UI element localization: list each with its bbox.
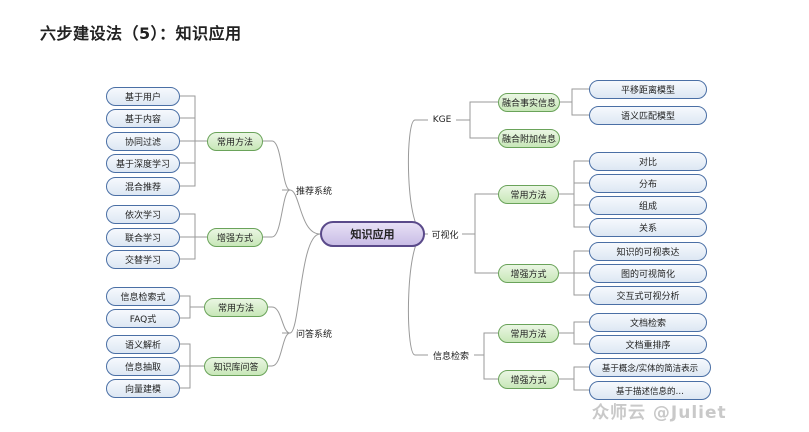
vis-common-node: 常用方法 — [498, 185, 559, 204]
kge-fact-node: 融合事实信息 — [498, 93, 560, 112]
recommend-enhance-item: 交替学习 — [106, 250, 180, 269]
ir-common-item: 文档检索 — [589, 313, 707, 332]
recommend-common-item: 混合推荐 — [106, 177, 180, 196]
qa-kb-item: 信息抽取 — [106, 357, 180, 376]
qa-kb-node: 知识库问答 — [204, 357, 268, 376]
branch-vis-label: 可视化 — [431, 230, 459, 241]
ir-enhance-item: 基于描述信息的… — [589, 381, 711, 400]
qa-kb-item: 语义解析 — [106, 335, 180, 354]
kge-extra-node: 融合附加信息 — [498, 129, 560, 148]
branch-kge-label: KGE — [432, 115, 452, 125]
recommend-enhance-item: 依次学习 — [106, 205, 180, 224]
branch-recommend-label: 推荐系统 — [295, 186, 332, 197]
recommend-enhance-node: 增强方式 — [207, 228, 263, 247]
qa-common-item: 信息检索式 — [106, 287, 180, 306]
vis-common-item: 对比 — [589, 152, 707, 171]
vis-enhance-item: 知识的可视表达 — [589, 242, 707, 261]
vis-enhance-item: 图的可视简化 — [589, 264, 707, 283]
vis-common-item: 组成 — [589, 196, 707, 215]
qa-kb-item: 向量建模 — [106, 379, 180, 398]
ir-enhance-node: 增强方式 — [498, 370, 559, 389]
recommend-common-item: 基于内容 — [106, 109, 180, 128]
watermark-text: 众师云 @Juliet — [592, 403, 727, 423]
recommend-common-item: 协同过滤 — [106, 132, 180, 151]
recommend-common-item: 基于深度学习 — [106, 154, 180, 173]
kge-fact-item: 语义匹配模型 — [589, 106, 707, 125]
vis-common-item: 关系 — [589, 218, 707, 237]
vis-common-item: 分布 — [589, 174, 707, 193]
branch-ir-label: 信息检索 — [432, 351, 469, 362]
vis-enhance-node: 增强方式 — [498, 264, 559, 283]
vis-enhance-item: 交互式可视分析 — [589, 286, 707, 305]
qa-common-node: 常用方法 — [204, 298, 268, 317]
ir-common-item: 文档重排序 — [589, 335, 707, 354]
recommend-common-item: 基于用户 — [106, 87, 180, 106]
ir-enhance-item: 基于概念/实体的简洁表示 — [589, 358, 711, 377]
ir-common-node: 常用方法 — [498, 324, 559, 343]
page-title: 六步建设法（5）：知识应用 — [40, 24, 242, 43]
qa-common-item: FAQ式 — [106, 309, 180, 328]
recommend-enhance-item: 联合学习 — [106, 228, 180, 247]
recommend-common-node: 常用方法 — [207, 132, 263, 151]
branch-qa-label: 问答系统 — [295, 329, 332, 340]
root-node: 知识应用 — [320, 221, 425, 247]
kge-fact-item: 平移距离模型 — [589, 80, 707, 99]
